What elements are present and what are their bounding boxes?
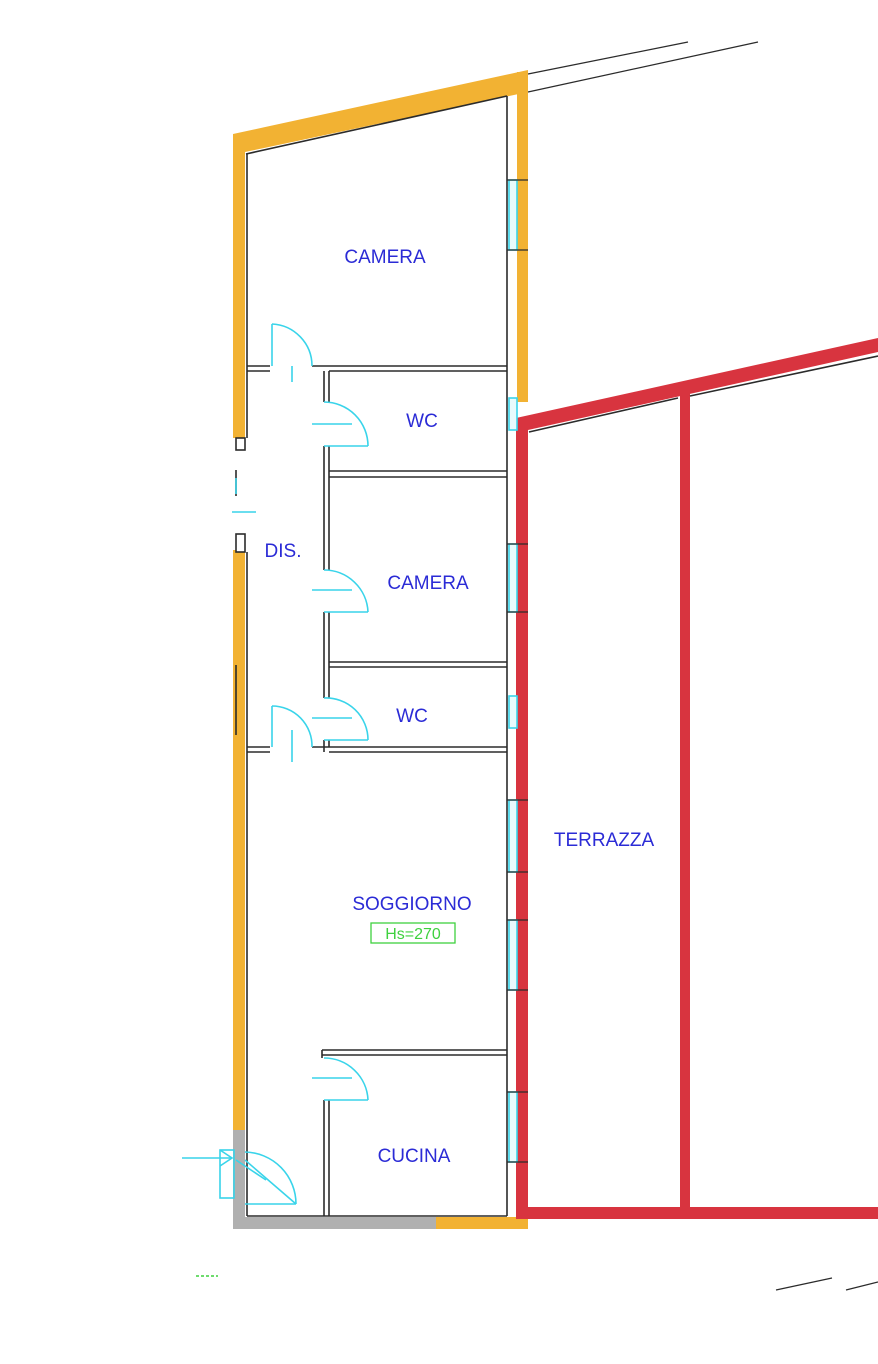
room-label-soggiorno: SOGGIORNO bbox=[352, 894, 471, 915]
terrace-wall-red bbox=[516, 338, 878, 1219]
window-icon bbox=[508, 695, 518, 729]
room-label-camera-2: CAMERA bbox=[387, 573, 469, 594]
door-swing-arc-icon bbox=[312, 697, 369, 741]
window-ticks bbox=[507, 179, 528, 1163]
door-swing-arc-icon bbox=[244, 1151, 297, 1205]
room-label-wc-2: WC bbox=[396, 706, 428, 727]
perimeter-wall-orange bbox=[233, 70, 528, 1229]
window-icon bbox=[508, 397, 518, 431]
window-openings bbox=[508, 179, 518, 1163]
site-lines bbox=[527, 41, 878, 1291]
window-icon bbox=[508, 543, 518, 613]
room-label-dis: DIS. bbox=[265, 541, 302, 562]
door-swing-arc-icon bbox=[312, 401, 369, 447]
window-icon bbox=[508, 1091, 518, 1163]
room-label-terrazza: TERRAZZA bbox=[554, 830, 655, 851]
doors bbox=[232, 323, 369, 1205]
window-icon bbox=[508, 919, 518, 991]
height-label-box bbox=[370, 922, 456, 944]
room-label-camera-1: CAMERA bbox=[344, 247, 426, 268]
height-label: Hs=270 bbox=[385, 926, 441, 943]
room-label-cucina: CUCINA bbox=[378, 1146, 451, 1167]
window-icon bbox=[508, 799, 518, 873]
entrance-arrow-icon bbox=[182, 1149, 267, 1199]
room-label-wc-1: WC bbox=[406, 411, 438, 432]
door-swing-arc-icon bbox=[271, 323, 313, 382]
door-swing-arc-icon bbox=[312, 1057, 369, 1101]
interior-walls bbox=[235, 95, 878, 1217]
shared-wall-gray bbox=[233, 1130, 436, 1229]
door-swing-arc-icon bbox=[312, 569, 369, 613]
door-swing-arc-icon bbox=[271, 705, 313, 762]
window-icon bbox=[508, 179, 518, 251]
